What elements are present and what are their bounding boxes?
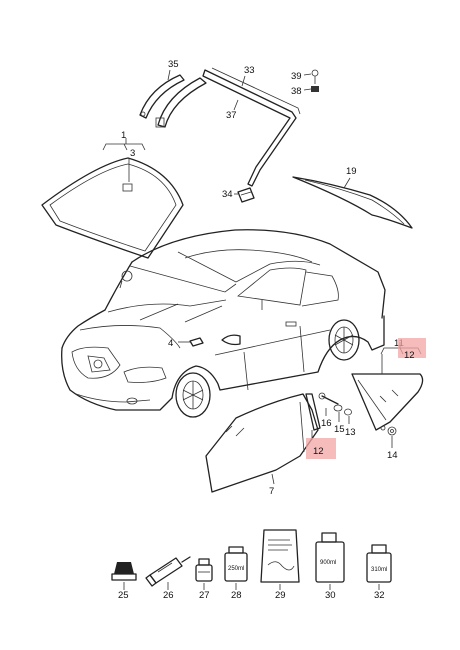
highlight-12-lower bbox=[306, 438, 336, 459]
bottle-27[interactable] bbox=[195, 558, 213, 582]
washer-15[interactable] bbox=[333, 404, 343, 412]
callout-37: 37 bbox=[226, 110, 237, 121]
bracket-1 bbox=[102, 143, 146, 151]
callout-1: 1 bbox=[121, 130, 126, 141]
can-30-label: 900ml bbox=[320, 560, 336, 566]
callout-38: 38 bbox=[291, 86, 302, 97]
clip-34[interactable] bbox=[237, 187, 255, 203]
callout-26: 26 bbox=[163, 590, 174, 601]
callout-27: 27 bbox=[199, 590, 210, 601]
nut-13[interactable] bbox=[344, 408, 352, 416]
part-4[interactable] bbox=[189, 337, 204, 347]
callout-16: 16 bbox=[321, 418, 332, 429]
callout-19: 19 bbox=[346, 166, 357, 177]
jar-32[interactable]: 310ml bbox=[366, 544, 392, 583]
window-channel[interactable] bbox=[202, 67, 301, 187]
callout-35: 35 bbox=[168, 59, 179, 70]
callout-3: 3 bbox=[130, 148, 135, 159]
trim-strip-35[interactable] bbox=[139, 74, 185, 119]
jar-28[interactable]: 250ml bbox=[224, 546, 248, 582]
callout-33: 33 bbox=[244, 65, 255, 76]
callout-32: 32 bbox=[374, 590, 385, 601]
clip-14[interactable] bbox=[387, 426, 397, 436]
callout-29: 29 bbox=[275, 590, 286, 601]
jar-28-label: 250ml bbox=[228, 566, 244, 572]
windshield-sensor-plate bbox=[122, 183, 133, 192]
jar-32-label: 310ml bbox=[371, 567, 387, 573]
nozzle-25[interactable] bbox=[111, 562, 137, 581]
rear-window[interactable] bbox=[292, 176, 413, 229]
callout-28: 28 bbox=[231, 590, 242, 601]
quarter-glass-rear[interactable] bbox=[351, 373, 424, 431]
callout-12-upper: 12 bbox=[404, 350, 415, 361]
callout-39: 39 bbox=[291, 71, 302, 82]
highlight-12-upper bbox=[398, 338, 426, 358]
screw-39[interactable] bbox=[311, 69, 319, 84]
car-body bbox=[61, 229, 386, 418]
callout-4: 4 bbox=[168, 338, 173, 349]
can-30[interactable]: 900ml bbox=[315, 532, 345, 583]
nut-38[interactable] bbox=[311, 86, 319, 92]
callout-30: 30 bbox=[325, 590, 336, 601]
a-pillar-frame[interactable] bbox=[155, 77, 207, 128]
callout-25: 25 bbox=[118, 590, 129, 601]
callout-12-lower: 12 bbox=[313, 446, 324, 457]
bolt-16[interactable] bbox=[318, 392, 339, 405]
callout-7: 7 bbox=[269, 486, 274, 497]
guide-rail-16[interactable] bbox=[305, 393, 321, 431]
pack-29[interactable] bbox=[260, 529, 300, 583]
callout-13: 13 bbox=[345, 427, 356, 438]
door-glass-front[interactable] bbox=[205, 393, 319, 493]
tube-26[interactable] bbox=[145, 556, 191, 587]
callout-34: 34 bbox=[222, 189, 233, 200]
callout-14: 14 bbox=[387, 450, 398, 461]
windshield[interactable] bbox=[41, 157, 184, 259]
callout-15: 15 bbox=[334, 424, 345, 435]
